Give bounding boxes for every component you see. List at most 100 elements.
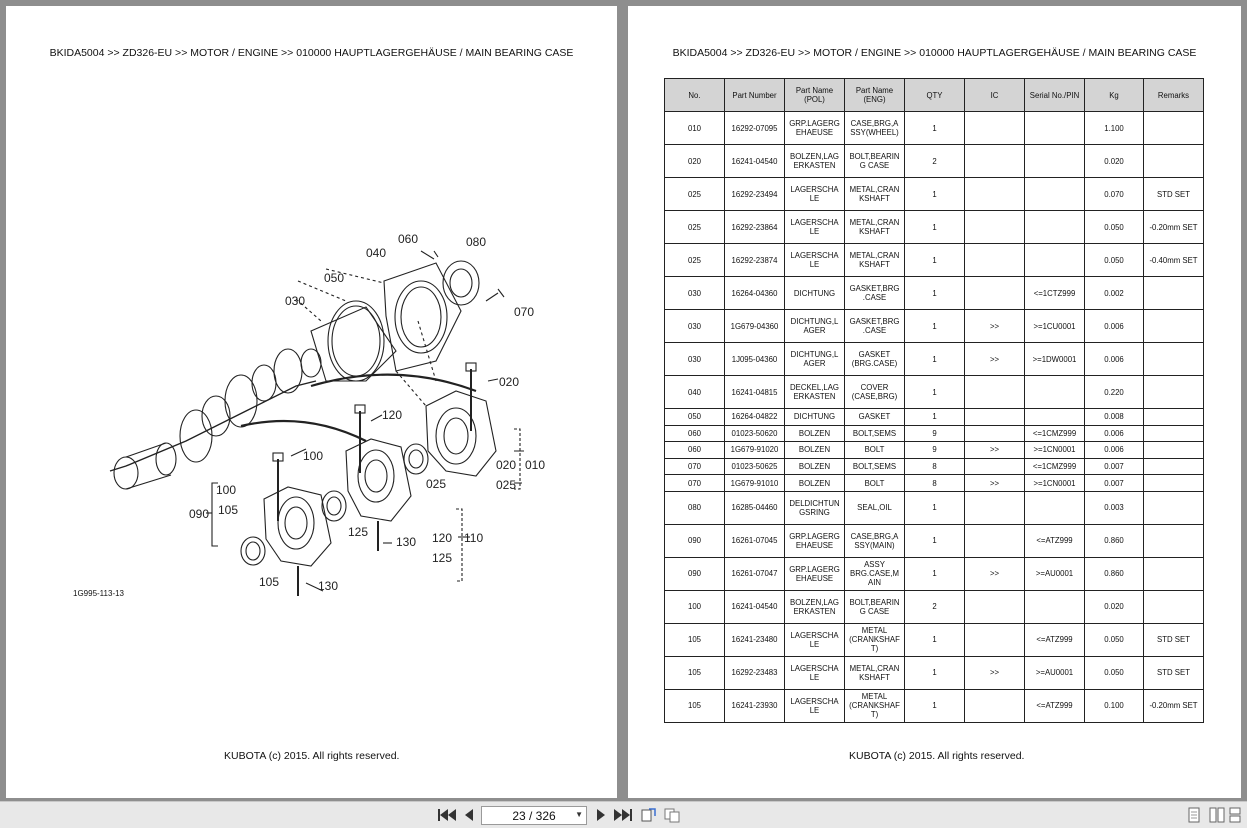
cell-remarks: STD SET	[1143, 655, 1204, 690]
cell-qty: 1	[904, 523, 965, 558]
cell-qty: 2	[904, 144, 965, 178]
first-page-icon[interactable]	[438, 806, 456, 824]
svg-text:025: 025	[496, 478, 516, 492]
cell-serial: >=1DW0001	[1024, 342, 1085, 376]
cell-no: 090	[664, 556, 725, 591]
svg-text:130: 130	[396, 535, 416, 549]
cell-part-number: 16292-07095	[724, 111, 785, 145]
cell-no: 105	[664, 655, 725, 690]
cell-part-number: 16292-23494	[724, 177, 785, 211]
cell-kg: 0.100	[1084, 688, 1144, 723]
cell-kg: 0.860	[1084, 523, 1144, 558]
cell-serial	[1024, 144, 1085, 178]
cell-kg: 0.050	[1084, 622, 1144, 657]
cell-part-number: 16241-04540	[724, 589, 785, 624]
cell-kg: 1.100	[1084, 111, 1144, 145]
cell-part-name-pol: LAGERSCHA LE	[784, 688, 845, 723]
prev-page-icon[interactable]	[460, 806, 478, 824]
cell-remarks	[1143, 490, 1204, 525]
cell-part-number: 16241-23480	[724, 622, 785, 657]
cell-qty: 1	[904, 276, 965, 310]
cell-kg: 0.050	[1084, 210, 1144, 244]
svg-text:110: 110	[464, 531, 483, 545]
cell-part-name-pol: DICHTUNG	[784, 276, 845, 310]
cell-no: 070	[664, 474, 725, 492]
page-header-left: BKIDA5004 >> ZD326-EU >> MOTOR / ENGINE …	[49, 47, 574, 59]
cell-serial: >=1CN0001	[1024, 474, 1085, 492]
page-indicator: 23 / 326	[512, 808, 556, 823]
svg-text:100: 100	[216, 483, 236, 497]
cell-part-number: 16285-04460	[724, 490, 785, 525]
cell-ic	[964, 490, 1025, 525]
cell-part-name-eng: GASKET (BRG.CASE)	[844, 342, 905, 376]
cell-part-name-eng: GASKET,BRG .CASE	[844, 276, 905, 310]
cell-part-name-pol: DECKEL,LAG ERKASTEN	[784, 375, 845, 409]
chevron-down-icon[interactable]: ▼	[575, 810, 583, 819]
cell-part-name-eng: BOLT	[844, 474, 905, 492]
last-page-icon[interactable]	[614, 806, 632, 824]
cell-part-number: 16292-23864	[724, 210, 785, 244]
cell-kg: 0.860	[1084, 556, 1144, 591]
rotate-view-icon[interactable]	[640, 806, 658, 824]
cell-ic: >>	[964, 474, 1025, 492]
cell-part-name-pol: DICHTUNG	[784, 408, 845, 426]
scroll-mode-icon[interactable]	[1226, 806, 1244, 824]
fit-page-icon[interactable]	[663, 806, 681, 824]
cell-remarks	[1143, 111, 1204, 145]
cell-remarks	[1143, 523, 1204, 558]
cell-part-name-pol: BOLZEN,LAG ERKASTEN	[784, 144, 845, 178]
cell-remarks	[1143, 375, 1204, 409]
page-footer-right: KUBOTA (c) 2015. All rights reserved.	[849, 750, 1025, 762]
cell-serial	[1024, 210, 1085, 244]
cell-remarks	[1143, 342, 1204, 376]
cell-ic	[964, 111, 1025, 145]
svg-text:030: 030	[285, 294, 305, 308]
cell-part-name-pol: DICHTUNG,L AGER	[784, 309, 845, 343]
cell-no: 050	[664, 408, 725, 426]
cell-part-name-pol: GRP.LAGERG EHAEUSE	[784, 556, 845, 591]
col-header-kg: Kg	[1084, 78, 1144, 112]
cell-qty: 1	[904, 490, 965, 525]
cell-ic	[964, 177, 1025, 211]
cell-remarks	[1143, 457, 1204, 476]
cell-part-number: 16292-23483	[724, 655, 785, 690]
next-page-icon[interactable]	[592, 806, 610, 824]
cell-ic: >>	[964, 309, 1025, 343]
cell-part-name-pol: LAGERSCHA LE	[784, 243, 845, 277]
cell-serial	[1024, 177, 1085, 211]
two-page-icon[interactable]	[1208, 806, 1226, 824]
col-header-part-name-pol: Part Name (POL)	[784, 78, 845, 112]
page-number-input[interactable]: 23 / 326 ▼	[481, 806, 587, 825]
cell-remarks	[1143, 424, 1204, 443]
cell-part-name-eng: GASKET,BRG .CASE	[844, 309, 905, 343]
cell-part-name-eng: COVER (CASE,BRG)	[844, 375, 905, 409]
cell-part-name-eng: ASSY BRG.CASE,M AIN	[844, 556, 905, 591]
cell-part-number: 01023-50620	[724, 424, 785, 443]
cell-part-number: 1G679-91020	[724, 441, 785, 459]
cell-no: 030	[664, 276, 725, 310]
svg-text:090: 090	[189, 507, 209, 521]
cell-kg: 0.003	[1084, 490, 1144, 525]
cell-kg: 0.020	[1084, 144, 1144, 178]
cell-kg: 0.007	[1084, 474, 1144, 492]
cell-no: 090	[664, 523, 725, 558]
parts-table: No. Part Number Part Name (POL) Part Nam…	[664, 78, 1204, 723]
cell-ic	[964, 622, 1025, 657]
cell-no: 105	[664, 688, 725, 723]
document-page-left: BKIDA5004 >> ZD326-EU >> MOTOR / ENGINE …	[6, 6, 617, 798]
col-header-part-number: Part Number	[724, 78, 785, 112]
cell-serial: >=1CN0001	[1024, 441, 1085, 459]
cell-part-name-pol: LAGERSCHA LE	[784, 655, 845, 690]
cell-serial	[1024, 408, 1085, 426]
cell-ic	[964, 408, 1025, 426]
col-header-no: No.	[664, 78, 725, 112]
single-page-icon[interactable]	[1185, 806, 1203, 824]
